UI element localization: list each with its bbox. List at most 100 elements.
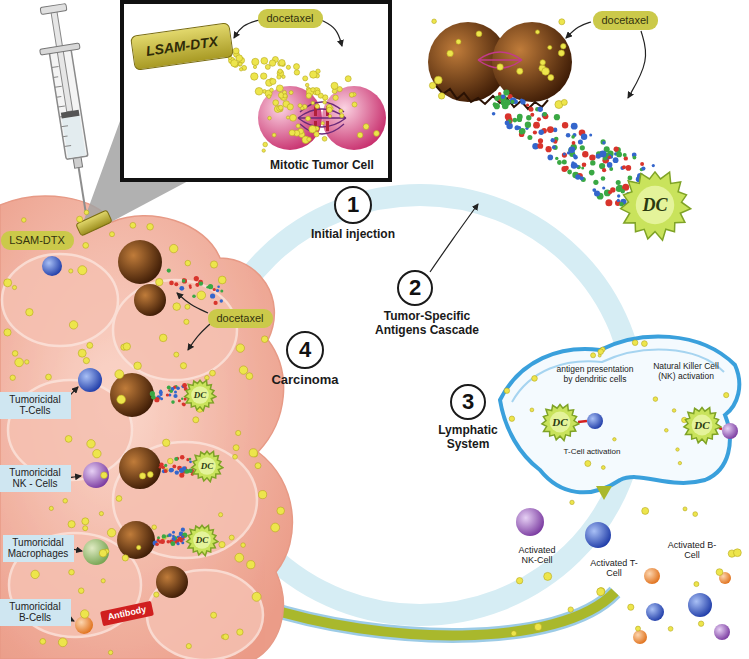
docetaxel-particle (233, 445, 239, 451)
docetaxel-particle (286, 65, 290, 69)
dendritic-cell-core (191, 386, 209, 404)
antigen-particle (167, 386, 171, 390)
docetaxel-particle (63, 499, 68, 504)
docetaxel-particle (306, 116, 311, 121)
antigen-particle (564, 166, 568, 170)
docetaxel-particle (87, 342, 93, 348)
docetaxel-particle (116, 496, 122, 502)
leader-line (430, 204, 478, 272)
antigen-particle (582, 151, 588, 157)
drug-tag: docetaxel (593, 11, 658, 30)
docetaxel-particle (535, 30, 539, 34)
docetaxel-particle (115, 370, 124, 379)
docetaxel-particle (159, 334, 167, 342)
antigen-particle (503, 89, 509, 95)
tumor-cell (134, 284, 166, 316)
docetaxel-particle (78, 588, 84, 594)
antigen-particle (594, 190, 600, 196)
antigen-particle (527, 135, 532, 140)
antigen-particle (171, 541, 176, 546)
node-text: Tumoricidal Macrophages (7, 537, 69, 560)
antigen-particle (608, 190, 612, 194)
antigen-particle (607, 162, 613, 168)
antigen-particle (181, 535, 185, 539)
docetaxel-particle (69, 321, 77, 329)
antigen-particle (168, 533, 172, 537)
antigen-particle (573, 155, 577, 159)
antigen-particle (633, 156, 637, 160)
docetaxel-particle (290, 114, 297, 121)
antigen-particle (208, 284, 213, 289)
node-text: docetaxel (601, 14, 648, 27)
antigen-particle (510, 100, 514, 104)
docetaxel-particle (229, 535, 234, 540)
antigen-particle (538, 138, 543, 143)
docetaxel-particle (110, 232, 115, 237)
antigen-particle (518, 126, 521, 129)
docetaxel-particle (665, 429, 669, 433)
docetaxel-particle (289, 130, 295, 136)
docetaxel-particle (78, 266, 87, 275)
docetaxel-particle (22, 218, 27, 223)
step-circle: 4Carcinoma (286, 331, 324, 369)
docetaxel-particle (83, 243, 89, 249)
synapse-link (578, 421, 587, 422)
antigen-particle (220, 299, 223, 302)
activated-b-cell (633, 630, 647, 644)
docetaxel-particle (511, 631, 516, 636)
docetaxel-particle (246, 373, 253, 380)
docetaxel-particle (311, 88, 315, 92)
docetaxel-particle (345, 76, 351, 82)
activated-t-cell (646, 603, 664, 621)
antigen-particle (548, 155, 554, 161)
docetaxel-particle (678, 461, 681, 464)
docetaxel-particle (239, 68, 242, 71)
antigen-particle (214, 301, 218, 305)
mitotic-spindle (298, 102, 346, 134)
docetaxel-particle (632, 340, 638, 346)
docetaxel-particle (568, 607, 573, 612)
docetaxel-particle (642, 341, 648, 347)
activated-nk-cell (714, 624, 730, 640)
docetaxel-particle (255, 463, 261, 469)
antigen-particle (171, 400, 175, 404)
step-circle: 3Lymphatic System (450, 384, 486, 420)
docetaxel-particle (597, 588, 605, 596)
docetaxel-particle (40, 639, 46, 645)
docetaxel-particle (238, 62, 242, 66)
docetaxel-particle (516, 578, 522, 584)
docetaxel-particle (561, 99, 567, 105)
antigen-particle (169, 389, 173, 393)
docetaxel-particle (598, 349, 604, 355)
docetaxel-particle (156, 278, 163, 285)
docetaxel-particle (509, 416, 514, 421)
docetaxel-particle (309, 126, 316, 133)
docetaxel-particle (108, 650, 112, 654)
docetaxel-particle (197, 291, 206, 300)
leader-line (188, 324, 210, 350)
docetaxel-particle (340, 114, 344, 118)
docetaxel-particle (193, 417, 199, 423)
figure-label: antigen presentation by dendritic cells (556, 365, 634, 385)
docetaxel-particle (456, 39, 461, 44)
docetaxel-particle (211, 612, 217, 618)
docetaxel-particle (101, 472, 108, 479)
dying-tumor-cell (492, 22, 572, 102)
nk-cell (83, 462, 109, 488)
docetaxel-particle (168, 458, 174, 464)
lymph-vessel (500, 336, 739, 492)
antigen-particle (605, 199, 612, 206)
antigen-particle (513, 118, 518, 123)
antigen-particle (526, 104, 529, 107)
docetaxel-particle (272, 133, 276, 137)
antigen-particle (576, 164, 579, 167)
antigen-particle (567, 170, 572, 175)
docetaxel-particle (447, 50, 453, 56)
antigen-particle (192, 295, 196, 299)
t-cell (42, 256, 62, 276)
dendritic-cell-body (684, 408, 721, 444)
antigen-particle (626, 165, 632, 171)
docetaxel-particle (642, 507, 649, 514)
docetaxel-particle (164, 468, 168, 472)
antigen-particle (166, 393, 169, 396)
